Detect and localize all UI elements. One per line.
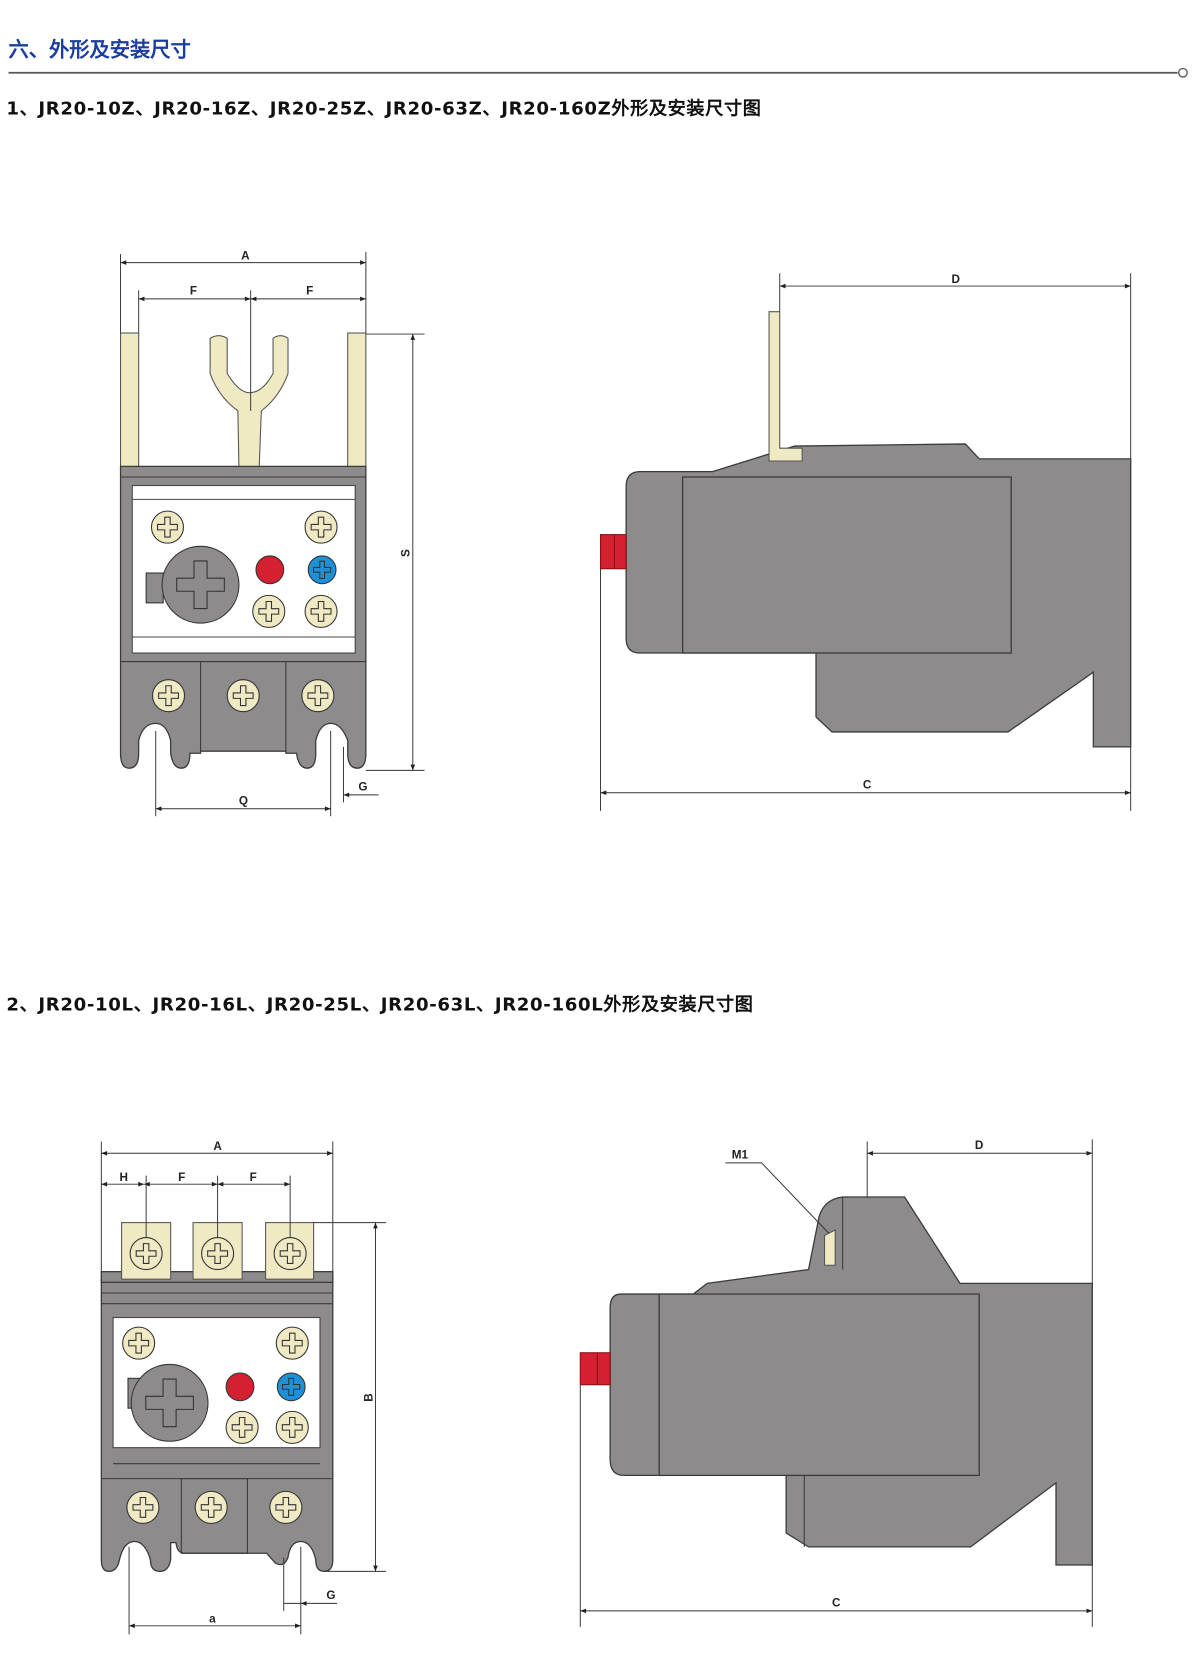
label-B: B (362, 1393, 375, 1401)
figure2-title: 2、JR20-10L、JR20-16L、JR20-25L、JR20-63L、JR… (6, 993, 753, 1015)
cross-slot-icon (128, 1332, 150, 1354)
cross-slot-icon (145, 1378, 194, 1428)
label-F: F (306, 285, 313, 298)
cross-slot-icon (232, 685, 254, 707)
cross-slot-icon (200, 1496, 222, 1518)
terminal-screw (194, 1490, 228, 1524)
cross-slot-icon (258, 600, 280, 622)
label-A: A (213, 1140, 222, 1153)
cross-slot-icon (281, 1416, 303, 1438)
cross-slot-icon (279, 1243, 301, 1264)
label-A: A (241, 249, 250, 262)
cross-slot-icon (157, 516, 178, 538)
label-M1: M1 (732, 1149, 749, 1162)
setting-dial (161, 545, 240, 624)
trip-indicator-red (225, 1372, 255, 1402)
terminal-screw (150, 510, 184, 544)
trip-indicator-red (255, 555, 285, 585)
terminal-screw (273, 1237, 307, 1271)
reset-button-red (600, 534, 627, 570)
m1-leader-line (725, 1162, 830, 1234)
figure1-side-view: D C (600, 273, 1132, 811)
setting-dial (130, 1363, 209, 1442)
cross-slot-icon (135, 1243, 157, 1264)
cross-slot-icon (313, 560, 332, 579)
label-a: a (209, 1613, 216, 1626)
terminal-screw (304, 510, 338, 544)
reset-screw-blue (307, 555, 337, 585)
label-D: D (975, 1139, 983, 1152)
label-G: G (358, 781, 367, 794)
reset-button-red (579, 1352, 611, 1386)
cross-slot-icon (132, 1496, 154, 1518)
terminal-screw (129, 1237, 163, 1271)
fork-terminal (209, 335, 289, 468)
terminal-screw (201, 1237, 235, 1271)
l-bracket-terminal (768, 311, 803, 462)
cross-slot-icon (158, 685, 179, 707)
m1-terminal (824, 1229, 836, 1266)
label-H: H (119, 1171, 127, 1184)
label-C: C (863, 778, 872, 791)
dial-tab (145, 572, 164, 604)
figure2-side-view: D M1 C (579, 1139, 1093, 1627)
label-S: S (400, 549, 413, 557)
cross-slot-icon (207, 1243, 229, 1264)
cross-slot-icon (310, 516, 332, 538)
label-G: G (326, 1589, 335, 1602)
label-F: F (190, 285, 197, 298)
terminal-screw (126, 1490, 160, 1524)
terminal-screw (275, 1326, 309, 1360)
section-title: 六、外形及安装尺寸 (9, 38, 191, 62)
terminal-screw (122, 1326, 156, 1360)
terminal-screw (275, 1410, 309, 1444)
cross-slot-icon (282, 1377, 301, 1396)
label-D: D (951, 273, 959, 286)
cross-slot-icon (275, 1496, 297, 1518)
label-F: F (250, 1171, 257, 1184)
terminal-screw (252, 594, 286, 628)
terminal-screw (269, 1490, 303, 1524)
reset-screw-blue (276, 1372, 306, 1402)
cross-slot-icon (310, 600, 332, 622)
cross-slot-icon (307, 685, 329, 707)
label-C: C (832, 1597, 841, 1610)
terminal-bar-left (120, 332, 140, 468)
cross-slot-icon (231, 1416, 253, 1438)
label-F: F (178, 1171, 185, 1184)
cross-slot-icon (281, 1332, 303, 1354)
cross-slot-icon (176, 560, 225, 610)
terminal-screw (226, 679, 260, 713)
figure1-title: 1、JR20-10Z、JR20-16Z、JR20-25Z、JR20-63Z、JR… (6, 97, 761, 119)
terminal-screw (152, 679, 186, 713)
terminal-bar-right (347, 332, 367, 468)
terminal-screw (304, 594, 338, 628)
divider-end-circle (1178, 67, 1188, 78)
terminal-screw (225, 1410, 259, 1444)
label-Q: Q (239, 794, 248, 807)
terminal-screw (301, 679, 335, 713)
